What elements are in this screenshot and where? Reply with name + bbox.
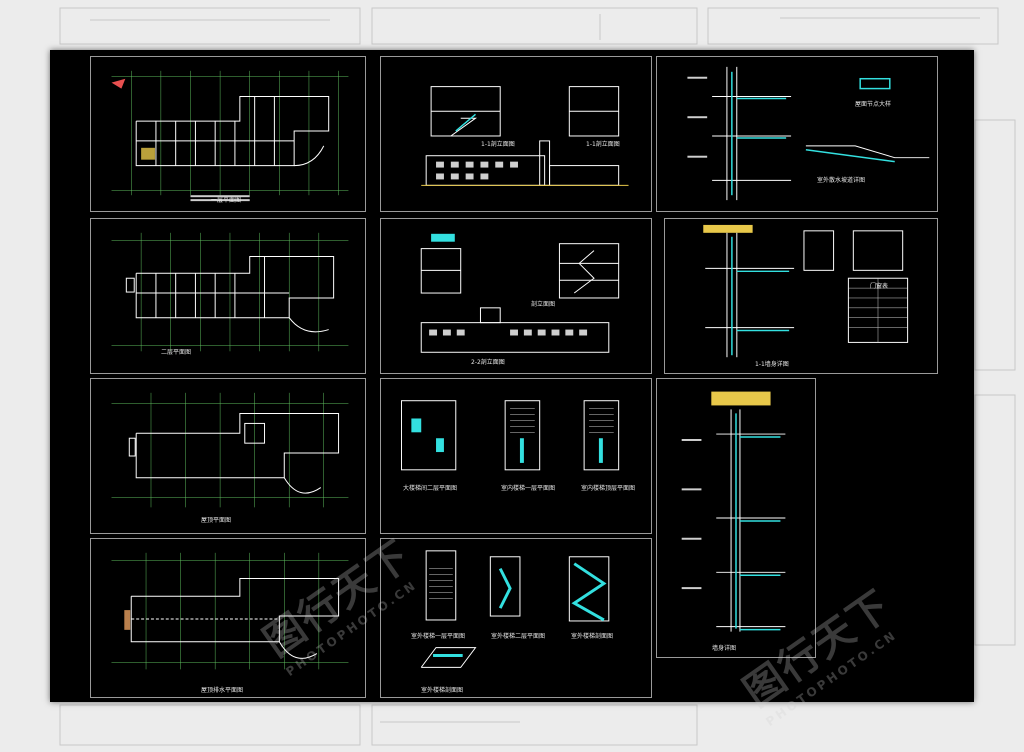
second-floor-plan-drawing xyxy=(111,232,349,352)
panel-roof-plan: 屋顶平面图 xyxy=(90,378,366,534)
caption-stair-2: 室内楼梯一层平面图 xyxy=(501,485,556,492)
panel-second-floor-plan: 二层平面图 xyxy=(90,218,366,374)
caption-second-floor-plan: 二层平面图 xyxy=(161,349,192,356)
caption-wall-section-1: 1-1墙身详图 xyxy=(755,361,789,368)
caption-wall-section-2: 墙身详图 xyxy=(712,645,737,652)
panel-section-2: 2-2剖立面图 剖立面图 xyxy=(380,218,652,374)
caption-stair-3: 室内楼梯顶层平面图 xyxy=(581,485,636,492)
caption-roof-node: 屋面节点大样 xyxy=(855,101,892,108)
ground-floor-plan-drawing xyxy=(111,70,349,202)
panel-wall-detail-1: 屋面节点大样 室外散水坡道详图 xyxy=(656,56,938,212)
caption-stair-1: 大楼梯间二层平面图 xyxy=(403,485,458,492)
caption-stair-6: 室外楼梯剖面图 xyxy=(571,633,614,640)
caption-section-1: 1-1剖立面图 xyxy=(481,141,515,148)
caption-section-2: 2-2剖立面图 xyxy=(471,359,505,366)
caption-stair-7: 室外楼梯剖面图 xyxy=(421,687,464,694)
panel-section-1: 1-1剖立面图 1-1剖立面图 xyxy=(380,56,652,212)
caption-door-window-table: 门窗表 xyxy=(870,283,889,290)
roof-drainage-plan-drawing xyxy=(111,552,349,670)
panel-ground-floor-plan: 一层平面图 xyxy=(90,56,366,212)
panel-roof-drainage-plan: 屋顶排水平面图 xyxy=(90,538,366,698)
panel-wall-detail-2: 门窗表 1-1墙身详图 xyxy=(664,218,938,374)
interior-stairs-drawing xyxy=(400,400,620,471)
wall-detail-2-drawing xyxy=(703,224,909,358)
caption-ramp-detail: 室外散水坡道详图 xyxy=(817,177,866,184)
section-2-drawing xyxy=(420,233,620,353)
wall-detail-1-drawing xyxy=(687,66,930,201)
panel-interior-stairs: 大楼梯间二层平面图 室内楼梯一层平面图 室内楼梯顶层平面图 xyxy=(380,378,652,534)
roof-plan-drawing xyxy=(111,392,349,508)
caption-roof-plan: 屋顶平面图 xyxy=(201,517,232,524)
caption-roof-drainage-plan: 屋顶排水平面图 xyxy=(201,687,244,694)
wall-detail-3-drawing xyxy=(681,391,786,632)
caption-section-2b: 剖立面图 xyxy=(531,301,556,308)
caption-ground-floor-plan: 一层平面图 xyxy=(211,197,242,204)
panel-exterior-stairs: 室外楼梯一层平面图 室外楼梯二层平面图 室外楼梯剖面图 室外楼梯剖面图 xyxy=(380,538,652,698)
cad-drawing-sheet: 一层平面图 二层平面图 xyxy=(50,50,974,729)
section-1-drawing xyxy=(421,86,629,186)
panel-wall-detail-3: 墙身详图 xyxy=(656,378,816,658)
caption-section-1b: 1-1剖立面图 xyxy=(586,141,620,148)
exterior-stairs-drawing xyxy=(420,550,610,668)
caption-stair-4: 室外楼梯一层平面图 xyxy=(411,633,466,640)
caption-stair-5: 室外楼梯二层平面图 xyxy=(491,633,546,640)
